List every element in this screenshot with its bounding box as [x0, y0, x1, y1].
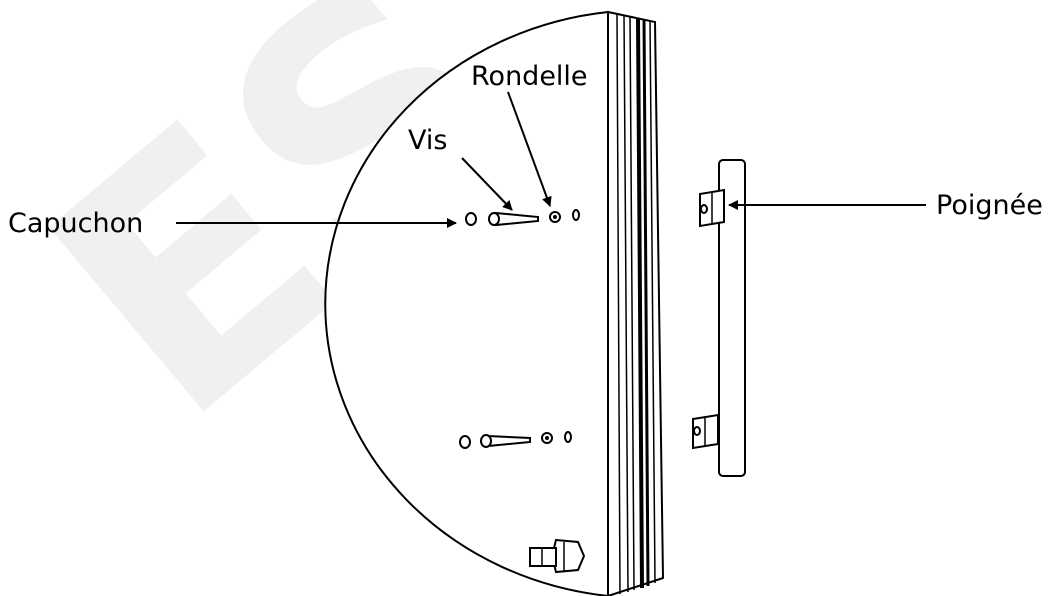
top-hardware [465, 209, 580, 227]
arrow-rondelle [507, 91, 552, 207]
washer-bottom [541, 432, 553, 444]
cap-top [465, 212, 477, 226]
washer-top [549, 211, 561, 223]
door-half-disc [324, 10, 609, 596]
cap-bottom [459, 435, 471, 449]
nut-top [572, 209, 580, 221]
bottom-hardware [459, 431, 572, 449]
label-capuchon: Capuchon [8, 208, 143, 239]
arrow-vis [461, 157, 513, 211]
screw-bottom [480, 434, 531, 448]
label-poignee: Poignée [936, 190, 1043, 221]
door-edge [607, 10, 665, 596]
handle [692, 159, 746, 477]
nut-bottom [564, 431, 572, 443]
label-vis: Vis [408, 125, 447, 156]
label-rondelle: Rondelle [471, 61, 588, 92]
screw-top [488, 211, 539, 227]
hinge-fitting [529, 538, 586, 574]
